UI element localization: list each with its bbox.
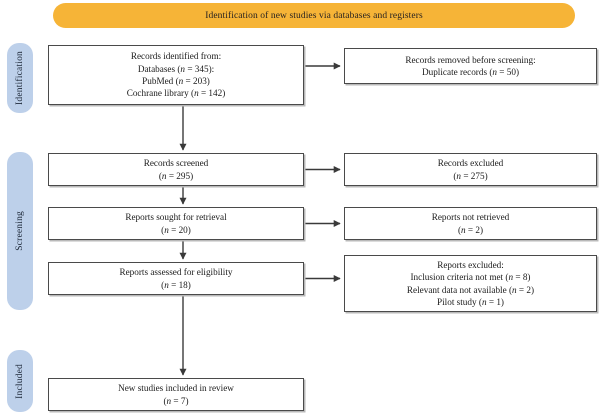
box-records-identified: Records identified from: Databases (n = … [48,45,304,105]
stage-tab-included-label: Included [15,363,25,399]
box-line: Records identified from: [130,51,222,62]
stage-tab-included: Included [7,350,33,412]
stage-tab-identification-label: Identification [15,51,25,105]
box-records-screened: Records screened (n = 295) [48,153,304,186]
box-line: (n = 7) [163,395,189,406]
box-line: Inclusion criteria not met (n = 8) [410,272,531,283]
box-line: Databases (n = 345): [137,63,215,74]
stage-tab-screening: Screening [7,152,33,310]
box-line: Duplicate records (n = 50) [421,67,520,77]
box-line: Reports excluded: [437,259,504,270]
box-line: Records removed before screening: [405,54,536,65]
box-line: Reports assessed for eligibility [119,267,233,278]
box-line: (n = 2) [457,224,484,235]
header-banner: Identification of new studies via databa… [53,3,575,28]
box-reports-sought-for-retrieval: Reports sought for retrieval (n = 20) [48,207,304,240]
box-line: Relevant data not available (n = 2) [406,284,535,295]
box-line: (n = 20) [161,224,191,235]
box-reports-assessed-for-eligibility: Reports assessed for eligibility (n = 18… [48,262,304,295]
box-records-removed-before-screening: Records removed before screening: Duplic… [344,48,597,84]
box-new-studies-included-in-review: New studies included in review (n = 7) [48,378,304,411]
box-line: Reports sought for retrieval [125,212,227,223]
box-reports-excluded: Reports excluded: Inclusion criteria not… [344,255,597,312]
box-line: (n = 295) [158,170,194,181]
header-banner-label: Identification of new studies via databa… [205,10,423,21]
box-line: New studies included in review [118,383,234,394]
stage-tab-screening-label: Screening [15,211,25,251]
box-line: PubMed (n = 203) [142,76,210,86]
box-line: (n = 275) [453,170,488,181]
box-line: Cochrane library (n = 142) [126,88,226,99]
box-line: Reports not retrieved [431,212,510,223]
stage-tab-identification: Identification [7,43,33,113]
box-line: Pilot study (n = 1) [437,296,504,307]
box-reports-not-retrieved: Reports not retrieved (n = 2) [344,207,597,240]
box-line: (n = 18) [161,279,191,290]
box-line: Records excluded [437,158,504,169]
box-line: Records screened [143,158,209,169]
box-records-excluded: Records excluded (n = 275) [344,153,597,186]
